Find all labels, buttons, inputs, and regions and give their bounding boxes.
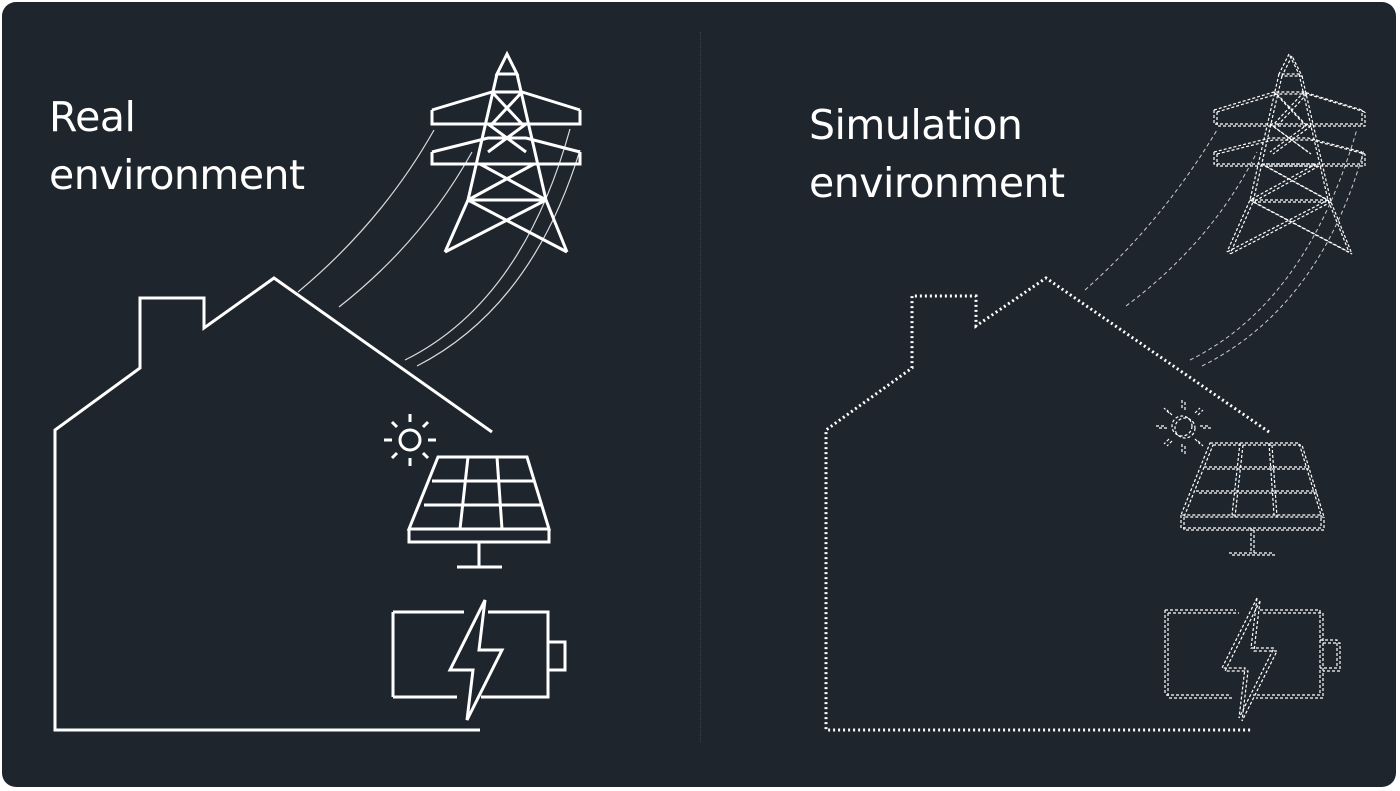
real-house-icon <box>53 276 493 732</box>
real-battery-icon <box>391 598 567 722</box>
panel-divider <box>700 32 701 742</box>
simulation-title-line-2: environment <box>809 159 1065 207</box>
simulation-power-pylon-icon <box>1213 53 1366 255</box>
real-environment-title: Real environment <box>49 88 305 204</box>
simulation-house-icon <box>824 276 1270 732</box>
real-power-pylon-icon <box>430 52 582 254</box>
simulation-power-line-icon <box>1084 128 1365 367</box>
real-solar-panel-icon <box>382 412 551 569</box>
simulation-title-line-1: Simulation <box>809 101 1023 149</box>
simulation-environment-title: Simulation environment <box>809 96 1065 212</box>
simulation-solar-panel-icon <box>1155 399 1325 556</box>
real-title-line-1: Real <box>49 93 136 141</box>
real-power-line-icon <box>297 128 581 367</box>
simulation-battery-icon <box>1164 597 1341 722</box>
real-title-line-2: environment <box>49 151 305 199</box>
